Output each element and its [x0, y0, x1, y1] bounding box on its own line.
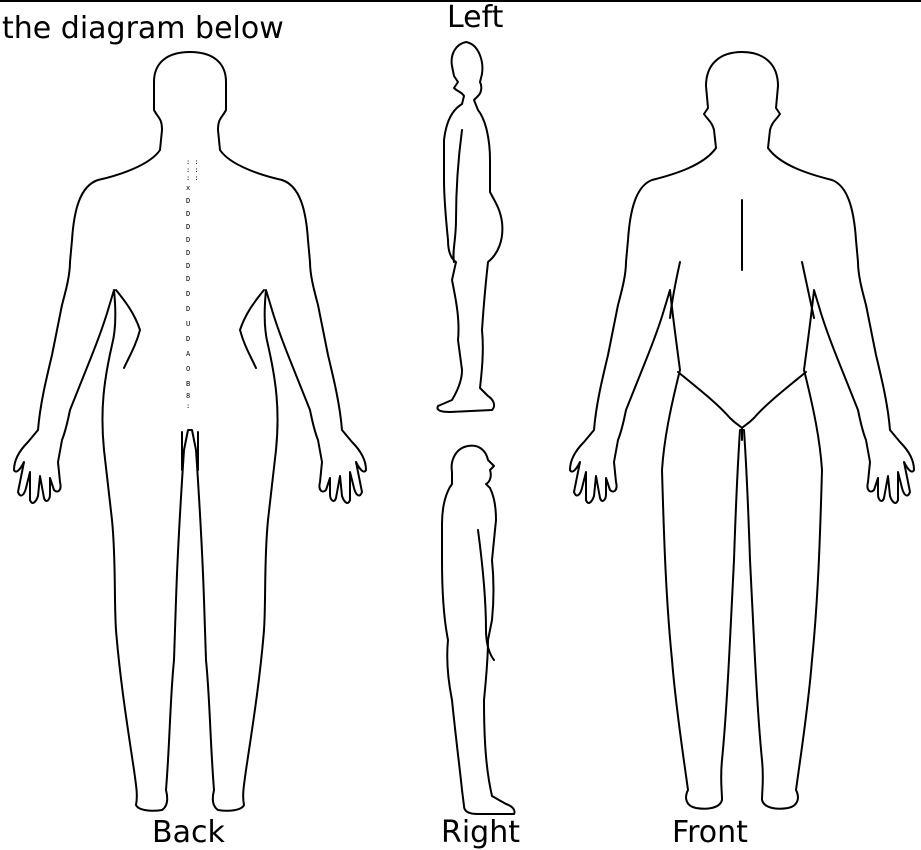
- svg-text:O: O: [186, 365, 190, 373]
- svg-text:D: D: [186, 275, 190, 283]
- svg-text:U: U: [186, 320, 190, 328]
- front-view-right-pectoral-line: [802, 262, 814, 318]
- svg-text:B: B: [186, 380, 190, 388]
- back-view-left-scapula-line: [116, 290, 140, 368]
- svg-text:A: A: [186, 350, 191, 358]
- svg-text:: :: : :: [186, 166, 199, 174]
- svg-text:: :: : :: [186, 158, 199, 166]
- svg-text::: :: [186, 402, 190, 410]
- right-view-figure[interactable]: [442, 446, 515, 814]
- front-view-groin-line: [678, 372, 806, 428]
- svg-text:D: D: [186, 249, 190, 257]
- svg-text:D: D: [186, 290, 190, 298]
- back-view-figure[interactable]: : : : : : : x D D D D D D D D D U D A O …: [14, 52, 366, 811]
- svg-text:D: D: [186, 210, 190, 218]
- right-view-arm-line: [478, 530, 494, 660]
- right-view-outline: [442, 446, 515, 814]
- svg-text:: :: : :: [186, 174, 199, 182]
- svg-text:D: D: [186, 335, 190, 343]
- svg-text:8: 8: [186, 392, 190, 400]
- front-view-left-pectoral-line: [670, 262, 680, 318]
- svg-text:D: D: [186, 223, 190, 231]
- svg-text:x: x: [186, 184, 190, 192]
- svg-text:D: D: [186, 236, 190, 244]
- back-view-spine-markers: : : : : : : x D D D D D D D D D U D A O …: [186, 158, 199, 410]
- left-view-arm-line: [453, 130, 462, 262]
- svg-text:D: D: [186, 305, 190, 313]
- left-view-figure[interactable]: [438, 42, 503, 412]
- left-view-outline: [438, 42, 503, 412]
- front-view-figure[interactable]: [570, 52, 914, 809]
- back-view-right-scapula-line: [240, 290, 264, 368]
- svg-text:D: D: [186, 262, 190, 270]
- svg-text:D: D: [186, 197, 190, 205]
